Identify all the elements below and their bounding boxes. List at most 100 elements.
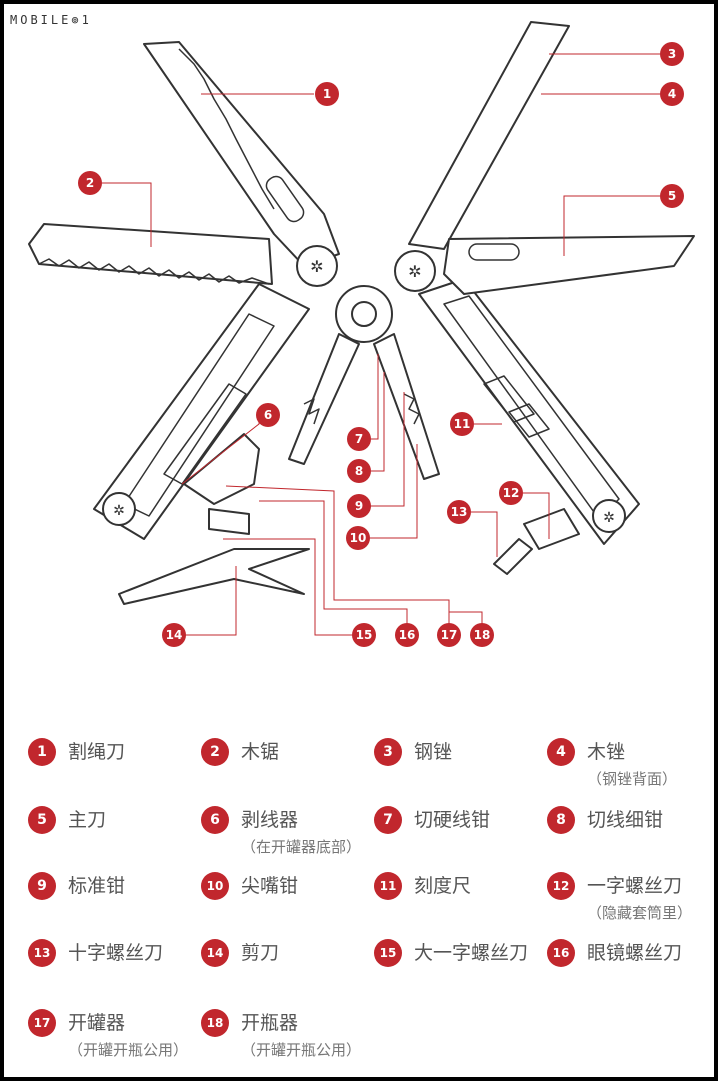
bottom-right-screw xyxy=(592,499,626,533)
svg-text:6: 6 xyxy=(264,408,272,422)
phillips-bit xyxy=(493,538,533,575)
legend-note: （隐藏套筒里） xyxy=(587,904,693,922)
badge: 18 xyxy=(201,1009,229,1037)
badge: 8 xyxy=(547,806,575,834)
logo-emblem-icon: ⊚1 xyxy=(71,13,92,27)
mobile01-logo: MOBILE⊚1 xyxy=(10,13,92,27)
svg-text:5: 5 xyxy=(668,189,676,203)
plier-jaw-left xyxy=(288,333,360,465)
legend-name: 开瓶器 xyxy=(241,1012,299,1034)
callout-2: 2 xyxy=(78,171,102,195)
svg-text:✲: ✲ xyxy=(113,503,125,519)
legend-note: （在开罐器底部） xyxy=(241,838,362,856)
legend-name: 木锉 xyxy=(587,741,626,763)
svg-text:13: 13 xyxy=(451,505,468,519)
legend-name: 钢锉 xyxy=(414,741,453,763)
legend-name: 刻度尺 xyxy=(414,875,472,897)
badge: 1 xyxy=(28,738,56,766)
legend-name: 十字螺丝刀 xyxy=(68,942,164,964)
callout-9: 9 xyxy=(347,494,371,518)
badge: 4 xyxy=(547,738,575,766)
svg-text:16: 16 xyxy=(399,628,416,642)
svg-text:1: 1 xyxy=(323,87,331,101)
badge: 14 xyxy=(201,939,229,967)
legend-name: 割绳刀 xyxy=(68,741,126,763)
callout-7: 7 xyxy=(347,427,371,451)
callout-14: 14 xyxy=(162,623,186,647)
rope-cutter-blade xyxy=(143,41,340,267)
callout-18: 18 xyxy=(470,623,494,647)
legend-name: 主刀 xyxy=(68,809,107,831)
callout-17: 17 xyxy=(437,623,461,647)
wood-saw xyxy=(28,223,273,285)
main-knife xyxy=(443,235,695,295)
legend-note: （钢锉背面） xyxy=(587,770,678,788)
callout-13: 13 xyxy=(447,500,471,524)
multitool-illustration: ✲ ✲ ✲ ✲ xyxy=(28,21,695,605)
badge: 16 xyxy=(547,939,575,967)
flat-screwdriver xyxy=(208,508,250,535)
callout-11: 11 xyxy=(450,412,474,436)
multitool-diagram: ✲ ✲ ✲ ✲ xyxy=(28,21,695,647)
callout-15: 15 xyxy=(352,623,376,647)
svg-text:14: 14 xyxy=(166,628,183,642)
svg-text:12: 12 xyxy=(503,486,520,500)
badge: 3 xyxy=(374,738,402,766)
callout-16: 16 xyxy=(395,623,419,647)
badge: 17 xyxy=(28,1009,56,1037)
svg-text:15: 15 xyxy=(356,628,373,642)
right-pivot-screw xyxy=(394,250,436,292)
hidden-socket-bit xyxy=(523,508,580,550)
callout-3: 3 xyxy=(660,42,684,66)
callout-10: 10 xyxy=(346,526,370,550)
callout-12: 12 xyxy=(499,481,523,505)
svg-text:7: 7 xyxy=(355,432,363,446)
callout-1: 1 xyxy=(315,82,339,106)
badge: 9 xyxy=(28,872,56,900)
svg-text:✲: ✲ xyxy=(310,257,323,276)
badge: 7 xyxy=(374,806,402,834)
left-handle xyxy=(93,283,310,540)
badge: 6 xyxy=(201,806,229,834)
badge: 11 xyxy=(374,872,402,900)
legend-name: 一字螺丝刀 xyxy=(587,875,683,897)
callout-4: 4 xyxy=(660,82,684,106)
svg-text:2: 2 xyxy=(86,176,94,190)
left-pivot-screw xyxy=(296,245,338,287)
svg-text:8: 8 xyxy=(355,464,363,478)
svg-text:✲: ✲ xyxy=(603,510,615,526)
legend-name: 尖嘴钳 xyxy=(241,875,299,897)
svg-text:18: 18 xyxy=(474,628,491,642)
bottom-left-screw xyxy=(102,492,136,526)
callout-5: 5 xyxy=(660,184,684,208)
steel-file xyxy=(408,21,570,250)
legend-name: 剥线器 xyxy=(241,809,299,831)
legend-note: （开罐开瓶公用） xyxy=(68,1041,189,1059)
legend-name: 大一字螺丝刀 xyxy=(414,942,529,964)
legend-name: 开罐器 xyxy=(68,1012,126,1034)
legend-name: 木锯 xyxy=(241,741,280,763)
badge: 10 xyxy=(201,872,229,900)
callout-6: 6 xyxy=(256,403,280,427)
svg-text:11: 11 xyxy=(454,417,471,431)
scissors xyxy=(118,548,310,605)
page-frame: MOBILE⊚1 ✲ xyxy=(4,4,714,1077)
legend-note: （开罐开瓶公用） xyxy=(241,1041,362,1059)
svg-text:10: 10 xyxy=(350,531,367,545)
svg-text:✲: ✲ xyxy=(408,262,421,281)
legend-name: 切线细钳 xyxy=(587,809,664,831)
legend-name: 标准钳 xyxy=(68,875,126,897)
svg-text:3: 3 xyxy=(668,47,676,61)
svg-text:9: 9 xyxy=(355,499,363,513)
legend-name: 切硬线钳 xyxy=(414,809,491,831)
callout-8: 8 xyxy=(347,459,371,483)
plier-jaw-right xyxy=(373,333,440,480)
badge: 15 xyxy=(374,939,402,967)
svg-text:4: 4 xyxy=(668,87,676,101)
badge: 13 xyxy=(28,939,56,967)
badge: 12 xyxy=(547,872,575,900)
badge: 2 xyxy=(201,738,229,766)
badge: 5 xyxy=(28,806,56,834)
svg-text:17: 17 xyxy=(441,628,458,642)
legend-name: 眼镜螺丝刀 xyxy=(587,942,683,964)
